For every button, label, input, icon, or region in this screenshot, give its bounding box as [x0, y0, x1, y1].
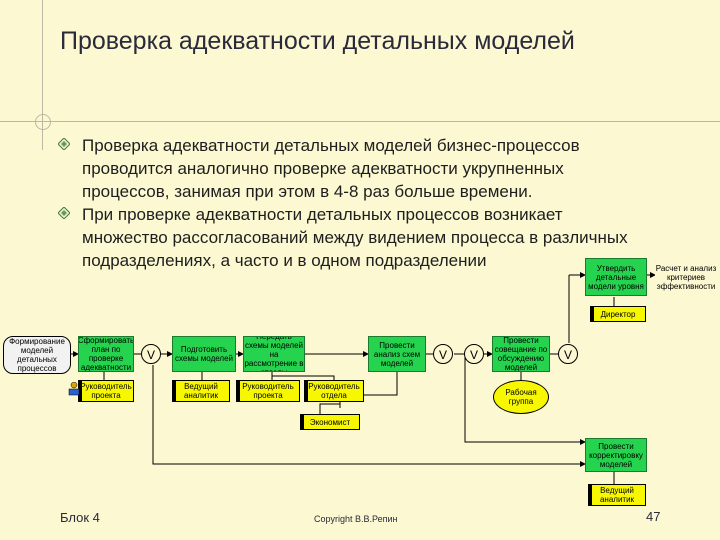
role-marker	[591, 307, 594, 321]
group-work-team-label: Рабочая группа	[505, 388, 537, 406]
role-director: Директор	[590, 306, 646, 322]
decorative-ring	[35, 114, 51, 130]
decorative-line-vertical	[42, 0, 43, 150]
role-director-label: Директор	[600, 309, 636, 319]
role-marker	[589, 485, 592, 505]
xor-connector-1: V	[141, 344, 161, 364]
diamond-bullet-icon	[58, 207, 70, 219]
bullet-list: Проверка адекватности детальных моделей …	[58, 134, 658, 272]
role-project-lead-1-label: Руководитель проекта	[80, 382, 132, 400]
role-department-head: Руководитель отдела	[304, 380, 364, 402]
start-event: Формирование моделей детальных процессов	[3, 336, 71, 374]
function-prepare-schemes: Подготовить схемы моделей	[172, 336, 236, 372]
function-plan: Сформировать план по проверке адекватнос…	[78, 336, 134, 372]
function-transfer-label: Передать схемы моделей на рассмотрение в…	[244, 336, 304, 372]
person-icon	[68, 382, 80, 396]
bullet-item: Проверка адекватности детальных моделей …	[58, 134, 658, 203]
function-correct-label: Провести корректировку моделей	[589, 441, 643, 469]
role-marker	[79, 381, 82, 401]
xor-connector-4: V	[558, 344, 578, 364]
function-analyze-label: Провести анализ схем моделей	[373, 340, 421, 368]
role-lead-analyst-1: Ведущий аналитик	[172, 380, 230, 402]
function-hold-meeting: Провести совещание по обсуждению моделей	[492, 336, 550, 372]
diamond-bullet-icon	[58, 138, 70, 150]
role-project-lead-2-label: Руководитель проекта	[242, 382, 294, 400]
role-economist-label: Экономист	[309, 417, 351, 427]
role-marker	[301, 415, 304, 429]
function-calc-label: Расчет и анализ критериев эффективности	[655, 263, 717, 291]
bullet-item: При проверке адекватности детальных проц…	[58, 203, 658, 272]
role-lead-analyst-2: Ведущий аналитик	[588, 484, 646, 506]
role-economist: Экономист	[300, 414, 360, 430]
function-calc-efficiency: Расчет и анализ критериев эффективности	[655, 258, 717, 296]
role-project-lead-2: Руководитель проекта	[236, 380, 300, 402]
group-work-team: Рабочая группа	[493, 380, 549, 414]
role-lead-analyst-2-label: Ведущий аналитик	[599, 486, 635, 504]
footer-block-label: Блок 4	[60, 510, 100, 525]
function-correct-models: Провести корректировку моделей	[585, 438, 647, 472]
role-marker	[305, 381, 308, 401]
bullet-text: Проверка адекватности детальных моделей …	[82, 136, 580, 201]
xor-connector-2: V	[433, 344, 453, 364]
function-prepare-label: Подготовить схемы моделей	[174, 345, 234, 363]
decorative-line-horizontal	[0, 121, 720, 122]
footer-copyright: Copyright В.В.Репин	[314, 514, 398, 524]
role-lead-analyst-1-label: Ведущий аналитик	[183, 382, 219, 400]
function-transfer-schemes: Передать схемы моделей на рассмотрение в…	[243, 336, 305, 372]
xor-connector-3: V	[464, 344, 484, 364]
function-meeting-label: Провести совещание по обсуждению моделей	[494, 336, 548, 372]
role-department-head-label: Руководитель отдела	[308, 382, 360, 400]
slide-title: Проверка адекватности детальных моделей	[60, 27, 575, 55]
role-marker	[237, 381, 240, 401]
bullet-text: При проверке адекватности детальных проц…	[82, 205, 628, 270]
function-approve-label: Утвердить детальные модели уровня	[588, 263, 644, 291]
function-plan-label: Сформировать план по проверке адекватнос…	[78, 336, 134, 372]
role-project-lead-1: Руководитель проекта	[78, 380, 134, 402]
function-approve-models: Утвердить детальные модели уровня	[585, 258, 647, 296]
role-marker	[173, 381, 176, 401]
page-number: 47	[646, 509, 661, 524]
function-analyze-schemes: Провести анализ схем моделей	[368, 336, 426, 372]
start-event-label: Формирование моделей детальных процессов	[9, 337, 65, 373]
